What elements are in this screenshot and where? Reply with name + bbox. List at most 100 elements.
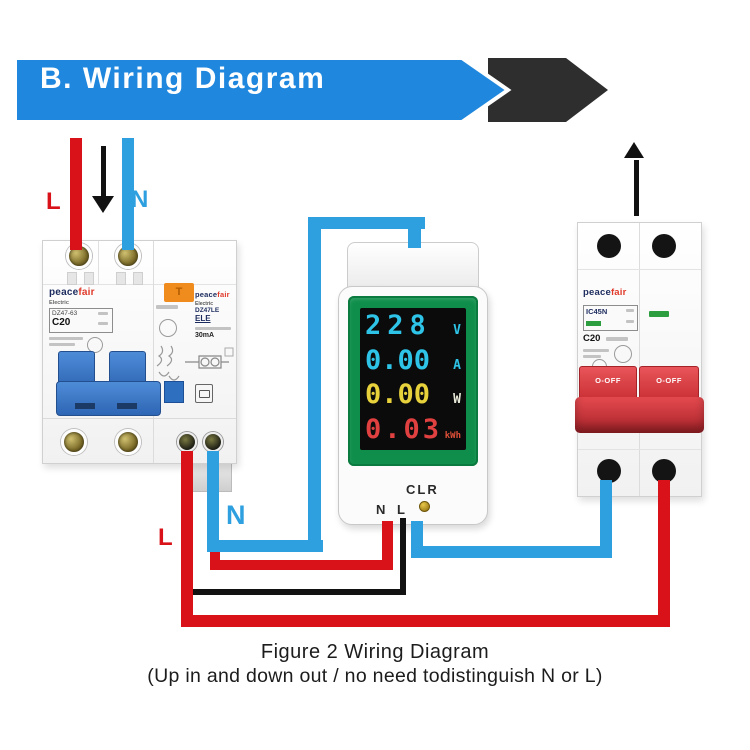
circuit-schematic-icon [156,345,234,381]
terminal-slot [84,272,94,285]
breaker-seam [578,449,701,450]
energy-row: 0.03 kWh [362,414,464,448]
wire-live [181,451,193,627]
fine-print [49,343,75,346]
energy-meter: 228 V 0.00 A 0.00 W 0.03 kWh CLR N L [338,242,488,525]
breaker-module-seam [153,241,154,463]
page-title: B. Wiring Diagram [40,62,326,95]
rating: C20 [52,317,71,328]
left-circuit-breaker: peacefair Electric DZ47-63 C20 T peacefa… [42,240,237,464]
wire-neutral [207,540,323,552]
wire-live [658,480,670,627]
status-indicator [649,311,669,317]
fine-print [626,309,634,312]
brand-fair: fair [610,287,627,298]
power-unit: W [453,392,461,408]
up-arrow-icon [634,160,639,216]
breaker-seam [43,418,236,419]
wire-neutral [600,480,612,558]
wire-neutral [122,138,134,250]
wire-meter-sense-red [210,548,220,562]
label-line-mid: L [158,524,173,551]
brand-peace: peace [195,290,218,299]
test-tag-letter: T [175,286,183,298]
wire-neutral [207,451,219,552]
wire-meter-sense-black [400,518,406,595]
brand-fair: fair [217,290,230,299]
fine-print [49,337,83,340]
voltage-unit: V [453,323,461,339]
terminal-slot [133,272,143,285]
right-circuit-breaker: peacefair IC45N C20 O-OFF O-OFF [575,222,704,497]
meter-terminal-label: N L [376,502,409,517]
breaker-handle: O-OFF [579,366,637,398]
output-terminal-icon [652,459,676,483]
model-number: DZ47-63 [52,310,78,317]
power-value: 0.00 [365,379,431,411]
output-terminal-icon [203,432,223,452]
brand-peace: peace [49,287,79,298]
electric-label: Electric [49,300,69,306]
certification-mark-icon [614,345,632,363]
rating: C20 [583,333,601,344]
current-unit: A [453,357,461,373]
breaker-handle: O-OFF [639,366,699,398]
model-box: DZ47-63 C20 [49,308,113,333]
wire-live [181,615,670,627]
terminal-screw-icon [61,429,87,455]
wire-neutral [411,546,612,558]
current-value: 0.00 [365,344,431,376]
down-arrow-icon [92,196,114,213]
terminal-screw-icon [115,429,141,455]
wire-meter-sense-black [190,589,406,595]
leakage-rating: 30mA [195,332,215,339]
fine-print [195,327,231,330]
certification-mark-icon [87,337,103,353]
wire-neutral [308,217,321,552]
voltage-value: 228 [365,310,432,342]
label-neutral-mid: N [226,500,246,530]
terminal-slot [67,272,77,285]
breaker-pole-seam [98,241,99,284]
output-terminal-icon [597,459,621,483]
fine-print [156,305,178,309]
model-box: IC45N [583,305,638,331]
figure-caption-line2: (Up in and down out / no need todistingu… [147,665,603,687]
din-clip [218,460,232,492]
test-button [164,381,184,403]
figure-caption-line1: Figure 2 Wiring Diagram [260,641,490,663]
energy-value: 0.03 [365,413,443,445]
brand-fair: fair [78,287,95,298]
brand-peace: peace [583,287,611,298]
current-row: 0.00 A [362,345,464,379]
down-arrow-icon [101,146,106,198]
fine-print [606,337,628,341]
up-arrow-icon [624,142,644,158]
wire-meter-sense-red [382,521,393,570]
wire-neutral [308,217,425,229]
voltage-row: 228 V [362,310,464,344]
breaker-seam [578,269,701,270]
brand-logo: peacefair [195,290,230,299]
wire-neutral [408,217,421,248]
breaker-handle-bar [575,397,704,433]
fine-print [583,355,601,358]
banner-blue-ribbon-icon [13,56,512,124]
breaker-pole-seam [639,223,640,496]
reset-icon-box [195,384,213,403]
brand-logo: peacefair [583,287,627,298]
fine-print [583,349,609,352]
wire-meter-sense-red [210,560,393,570]
reset-glyph [199,390,210,398]
model-number: DZ47LE [195,307,220,314]
banner-black-chevron-icon [488,58,608,122]
breaker-handle-bar [56,381,161,416]
energy-unit: kWh [444,430,461,441]
clear-button-label: CLR [406,482,439,497]
output-terminal-icon [177,432,197,452]
input-terminal-icon [597,234,621,258]
status-indicator [586,321,601,326]
banner-ribbon [13,56,608,124]
terminal-slot [116,272,126,285]
